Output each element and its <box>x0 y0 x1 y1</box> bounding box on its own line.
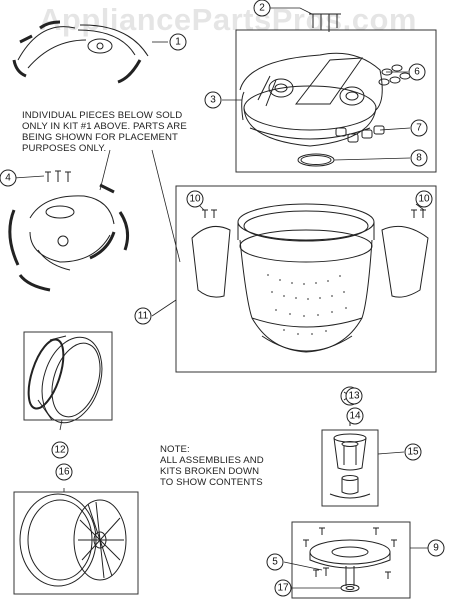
group-box-11 <box>175 185 437 373</box>
kit-note-line-4: PURPOSES ONLY. <box>22 143 107 154</box>
callout-6: 6 <box>414 67 420 78</box>
callout-circles <box>0 0 445 597</box>
callout-13: 13 <box>348 391 360 402</box>
group-box-12 <box>23 331 113 421</box>
part-11-basket-perforations <box>267 274 347 335</box>
leader-lines <box>13 7 428 589</box>
callout-4: 4 <box>5 173 11 184</box>
assembly-note-line-1: NOTE: <box>160 444 190 455</box>
group-box-16 <box>13 491 139 595</box>
kit-note-line-3: BEING SHOWN FOR PLACEMENT <box>22 132 179 143</box>
part-10-screws <box>202 209 426 218</box>
group-box-9 <box>291 521 411 599</box>
assembly-note: NOTE: ALL ASSEMBLIES AND KITS BROKEN DOW… <box>160 444 264 488</box>
part-1-balance-ring-kit <box>12 20 149 84</box>
callout-10b: 10 <box>418 194 430 205</box>
part-5-screws <box>323 567 329 576</box>
watermark-logo: AppliancePartsPros.com <box>39 2 417 37</box>
part-17-seal <box>340 584 360 592</box>
assembly-note-line-4: TO SHOW CONTENTS <box>160 477 263 488</box>
callout-7: 7 <box>416 123 422 134</box>
assembly-note-line-2: ALL ASSEMBLIES AND <box>160 455 264 466</box>
group-box-15 <box>321 429 379 507</box>
callout-11: 11 <box>138 311 149 322</box>
part-16-basket-base <box>19 493 127 587</box>
part-4-kit-pieces <box>8 170 130 292</box>
callout-10a: 10 <box>189 194 201 205</box>
kit-note-line-2: ONLY IN KIT #1 ABOVE. PARTS ARE <box>22 121 187 132</box>
part-2-screws <box>309 13 341 32</box>
kit-note-line-1: INDIVIDUAL PIECES BELOW SOLD <box>22 110 183 121</box>
callout-14: 14 <box>349 411 361 422</box>
part-12-balance-ring <box>27 335 103 424</box>
part-11-wash-basket <box>191 203 429 353</box>
callout-12: 12 <box>54 445 66 456</box>
assembly-note-line-3: KITS BROKEN DOWN <box>160 466 260 477</box>
callout-9: 9 <box>433 543 439 554</box>
group-box-3 <box>235 29 437 173</box>
callout-3: 3 <box>210 95 216 106</box>
part-15-shaft-assembly <box>329 433 371 499</box>
kit-note: INDIVIDUAL PIECES BELOW SOLD ONLY IN KIT… <box>22 110 187 154</box>
part-6-caps <box>378 64 411 86</box>
callout-15: 15 <box>407 447 419 458</box>
callout-17: 17 <box>277 583 289 594</box>
part-3-tub-cover-assembly <box>239 52 383 147</box>
part-9-hub-assembly <box>303 527 397 586</box>
callout-2: 2 <box>259 3 265 14</box>
callout-1: 1 <box>175 37 181 48</box>
callout-8: 8 <box>416 153 422 164</box>
callout-16: 16 <box>58 467 70 478</box>
callout-5: 5 <box>272 557 278 568</box>
